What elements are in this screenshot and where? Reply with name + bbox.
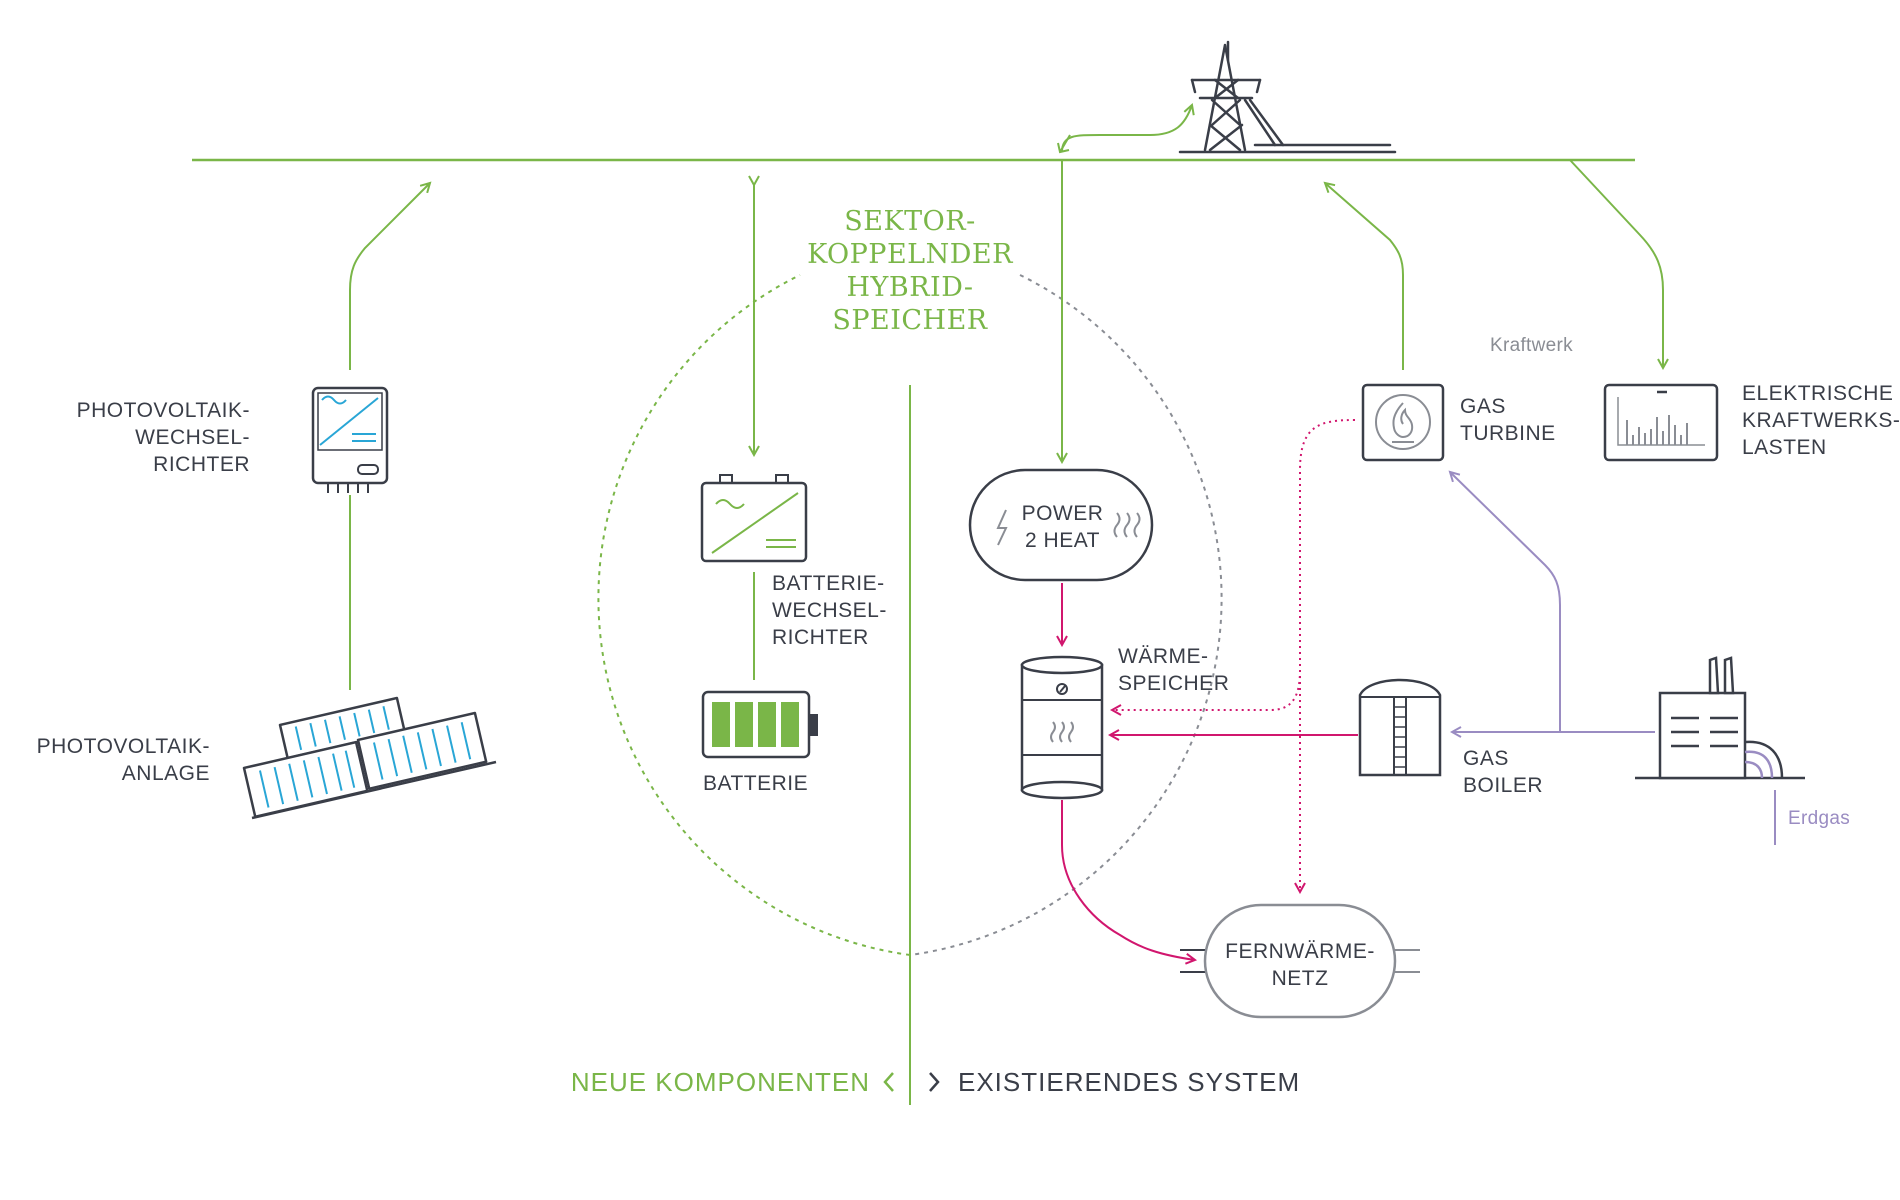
center-title: SEKTOR- KOPPELNDER HYBRID- SPEICHER <box>800 205 1020 337</box>
chevron-left-icon <box>883 1072 894 1092</box>
district-heating-label: FERNWÄRME- NETZ <box>1205 938 1395 992</box>
solar-panel-icon <box>242 696 497 820</box>
grid-connection-arrow <box>1061 105 1192 153</box>
center-title-line: KOPPELNDER <box>807 239 1013 270</box>
label-line: FERNWÄRME- <box>1225 940 1375 963</box>
label-line: BATTERIE <box>703 772 809 795</box>
label-line: LASTEN <box>1742 436 1827 459</box>
label-line: 2 HEAT <box>1025 529 1100 552</box>
label-line: RICHTER <box>772 626 869 649</box>
label-line: GAS <box>1460 395 1506 418</box>
pv-inverter-label: PHOTOVOLTAIK- WECHSEL- RICHTER <box>60 397 250 478</box>
storage-to-district-heating-arrow <box>1061 800 1195 960</box>
gas-boiler-label: GAS BOILER <box>1463 745 1543 799</box>
natural-gas-label: Erdgas <box>1788 805 1850 832</box>
label-line: SPEICHER <box>1118 672 1230 695</box>
gas-turbine-icon <box>1361 383 1445 462</box>
label-line: GAS <box>1463 747 1509 770</box>
grid-to-plant-loads-arrow <box>1569 159 1663 368</box>
boiler-icon <box>1358 678 1442 777</box>
chevron-right-icon <box>929 1072 940 1092</box>
kraftwerk-label: Kraftwerk <box>1490 332 1573 359</box>
label-line: PHOTOVOLTAIK- <box>36 735 210 758</box>
label-line: Kraftwerk <box>1490 335 1573 356</box>
power-pylon-icon <box>1178 40 1397 154</box>
power-to-heat-icon <box>968 468 1154 582</box>
plant-loads-label: ELEKTRISCHE KRAFTWERKS- LASTEN <box>1742 380 1900 461</box>
bar-chart-icon <box>1603 383 1719 462</box>
label-line: PHOTOVOLTAIK- <box>76 399 250 422</box>
label-line: BOILER <box>1463 774 1544 797</box>
center-title-line: SPEICHER <box>832 305 988 336</box>
label-line: NETZ <box>1271 967 1329 990</box>
label-line: ELEKTRISCHE <box>1742 382 1894 405</box>
battery-inverter-label: BATTERIE- WECHSEL- RICHTER <box>772 570 887 651</box>
label-line: WECHSEL- <box>772 599 887 622</box>
flame-icon <box>1392 402 1414 439</box>
label-line: BATTERIE- <box>772 572 885 595</box>
center-title-line: HYBRID- <box>846 272 974 303</box>
legend-new-components: NEUE KOMPONENTEN <box>570 1067 870 1097</box>
label-line: KRAFTWERKS- <box>1742 409 1900 432</box>
gas-turbine-label: GAS TURBINE <box>1460 393 1556 447</box>
pv-plant-label: PHOTOVOLTAIK- ANLAGE <box>20 733 210 787</box>
battery-icon <box>701 690 818 759</box>
label-line: WECHSEL- <box>135 426 250 449</box>
legend-existing-system: EXISTIERENDES SYSTEM <box>958 1067 1301 1097</box>
heat-storage-label: WÄRME- SPEICHER <box>1118 643 1229 697</box>
label-line: ANLAGE <box>121 762 210 785</box>
gas-turbine-to-grid-arrow <box>1325 183 1404 370</box>
heat-storage-icon <box>1020 655 1104 800</box>
pv-inverter-icon <box>311 386 389 493</box>
center-title-line: SEKTOR- <box>844 206 976 237</box>
gas-plant-icon <box>1635 656 1805 780</box>
hybrid-storage-circle-right <box>909 274 1223 956</box>
power2heat-label: POWER 2 HEAT <box>1010 500 1115 554</box>
label-line: Erdgas <box>1788 808 1851 829</box>
label-line: TURBINE <box>1460 422 1556 445</box>
label-line: WÄRME- <box>1118 645 1209 668</box>
label-line: POWER <box>1021 502 1104 525</box>
label-line: RICHTER <box>153 453 250 476</box>
gas-to-turbine-arrow <box>1450 472 1561 732</box>
pv-to-grid-arrow <box>349 183 430 370</box>
battery-inverter-icon <box>700 474 808 563</box>
district-heating-icon <box>1180 903 1420 1019</box>
battery-label: BATTERIE <box>703 770 808 797</box>
hybrid-storage-circle-left <box>597 274 911 956</box>
turbine-heat-dotted-line <box>1112 419 1356 710</box>
